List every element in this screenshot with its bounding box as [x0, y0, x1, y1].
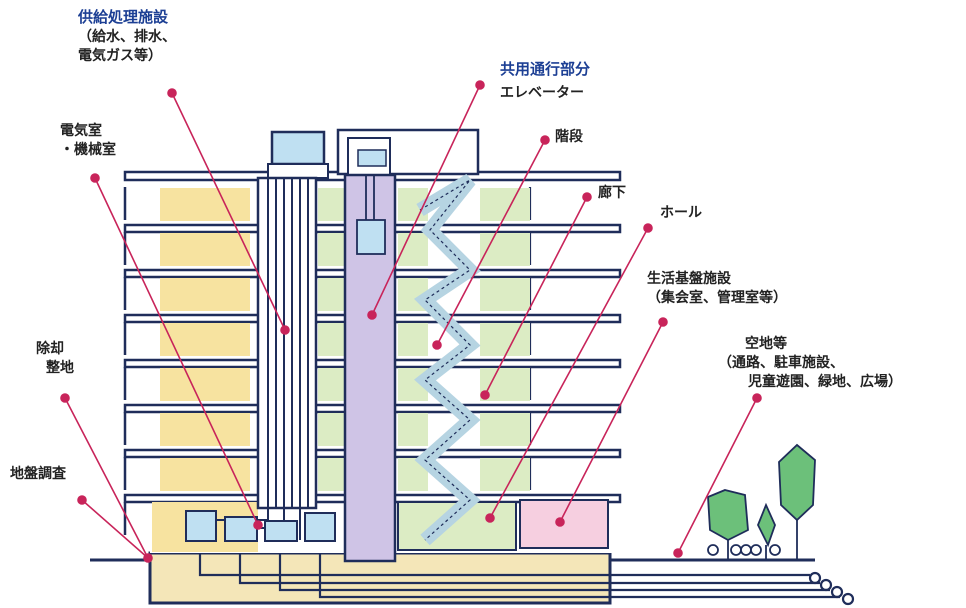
electric-room-line1: 電気室 — [60, 123, 102, 139]
trees — [707, 443, 816, 560]
common-area-room — [318, 458, 344, 491]
electric-room-label: 電気室 ・機械室 — [60, 122, 116, 160]
common-area-room — [480, 278, 530, 311]
elevator-shaft — [343, 173, 397, 563]
common-area-room — [318, 413, 344, 446]
supply-facility-line2: 電気ガス等） — [78, 48, 162, 64]
common-area-room — [398, 323, 428, 356]
elevator-head — [336, 128, 480, 177]
open-space-detail: （通路、駐車施設、 児童遊園、緑地、広場） — [718, 354, 902, 392]
underground-pipes — [198, 540, 855, 606]
machine-room-equipment — [185, 510, 336, 542]
dwelling-unit — [160, 233, 250, 266]
electric-room-line2: ・機械室 — [60, 142, 116, 158]
living-facility-label: 生活基盤施設 （集会室、管理室等） — [647, 270, 787, 308]
open-space-line1: 空地等 — [745, 336, 787, 352]
dwelling-unit — [160, 368, 250, 401]
common-area-room — [398, 413, 428, 446]
open-space-line2: （通路、駐車施設、 — [718, 355, 844, 371]
ground-survey-label: 地盤調査 — [10, 466, 66, 482]
roof-tank — [270, 130, 326, 166]
supply-facility-detail: （給水、排水、 電気ガス等） — [78, 28, 176, 66]
common-area-room — [318, 188, 344, 221]
supply-facility-line1: （給水、排水、 — [78, 29, 176, 45]
dwelling-unit — [160, 278, 250, 311]
common-passage-title: 共用通行部分 — [500, 60, 591, 78]
dwelling-unit — [160, 188, 250, 221]
common-area-room — [480, 233, 530, 266]
living-facility-line2: （集会室、管理室等） — [647, 290, 787, 306]
corridor-label: 廊下 — [598, 185, 626, 201]
foundation — [90, 551, 815, 605]
common-area-room — [480, 323, 530, 356]
supply-facility-title: 供給処理施設 — [78, 8, 169, 26]
open-space-line3: 児童遊園、緑地、広場） — [748, 374, 902, 390]
elevator-label: エレベーター — [500, 85, 584, 101]
leader-lines — [60, 80, 762, 563]
removal-line1: 除却 — [36, 341, 64, 357]
stairs-label: 階段 — [555, 129, 583, 145]
common-area-room — [318, 368, 344, 401]
common-area-room — [480, 413, 530, 446]
open-space-label: 空地等 — [745, 335, 787, 354]
removal-line2: 整地 — [46, 360, 74, 376]
removal-label: 除却 整地 — [36, 340, 74, 378]
common-areas — [318, 188, 530, 551]
living-facility-line1: 生活基盤施設 — [647, 271, 731, 287]
common-area-room — [480, 458, 530, 491]
hall-label: ホール — [660, 205, 702, 221]
staircase — [414, 173, 481, 546]
common-area-room — [318, 323, 344, 356]
dwelling-unit — [160, 323, 250, 356]
common-area-room — [318, 233, 344, 266]
supply-facility-label: 供給処理施設 — [78, 8, 168, 27]
dwelling-unit — [160, 413, 250, 446]
dwelling-unit — [160, 458, 250, 491]
common-area-room — [318, 278, 344, 311]
supply-pipe-shaft — [199, 176, 318, 540]
